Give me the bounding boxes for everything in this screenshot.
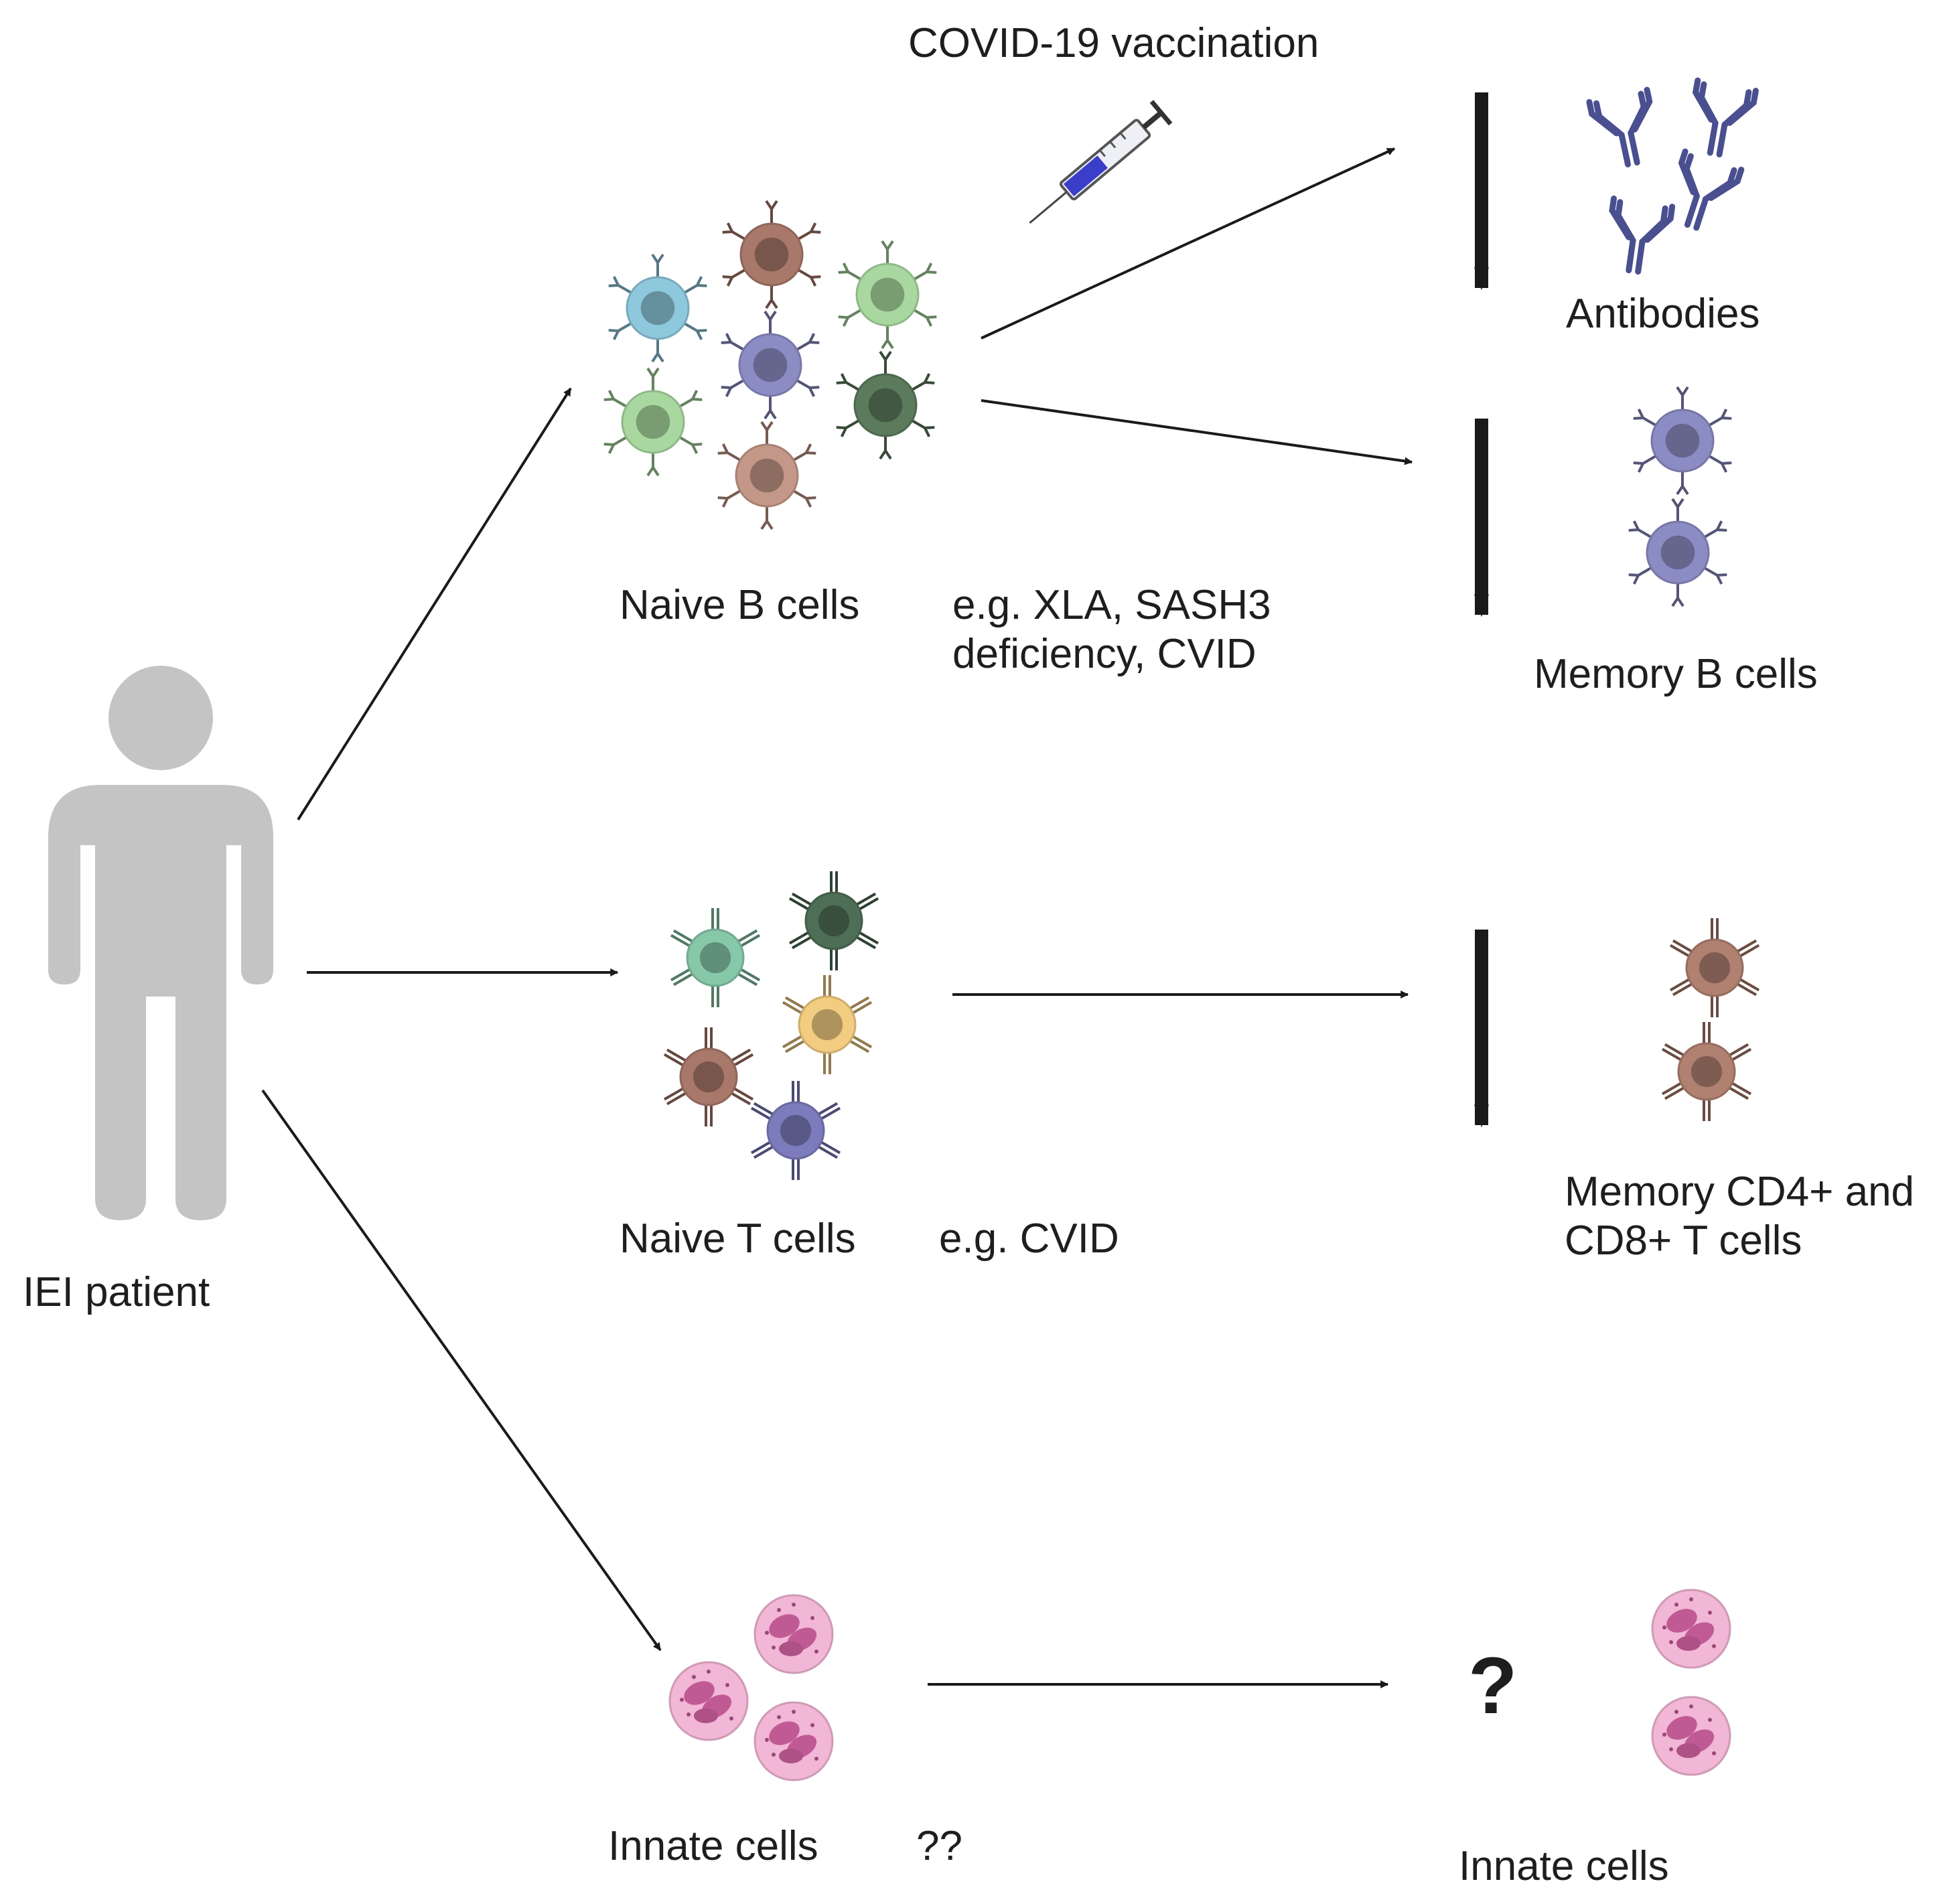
innate-unknown-label: ?? (916, 1823, 962, 1869)
t-cell-examples-label: e.g. CVID (939, 1216, 1119, 1262)
innate-cells-outcome-label: Innate cells (1459, 1843, 1669, 1889)
neutrophil-icon (753, 1594, 834, 1674)
arrow-naive-b-to-memory-b (981, 399, 1413, 465)
memory-t-cells-label-line-1: Memory CD4+ and (1565, 1169, 1915, 1215)
memory-b-cells-label: Memory B cells (1534, 651, 1818, 697)
naive-b-cell (721, 310, 820, 420)
naive-b-cell (836, 350, 935, 460)
antibody-icon (1609, 195, 1676, 275)
patient-label: IEI patient (23, 1269, 210, 1315)
naive-b-cell (608, 253, 707, 363)
b-cell-examples-line-2: deficiency, CVID (952, 631, 1256, 677)
naive-b-cell (838, 240, 937, 350)
naive-t-cell (750, 1081, 841, 1180)
naive-t-cell (782, 975, 873, 1074)
neutrophil-icon (1651, 1589, 1731, 1669)
antibody-icon (1678, 148, 1745, 231)
b-cell-examples-line-1: e.g. XLA, SASH3 (952, 582, 1271, 628)
vaccination-label: COVID-19 vaccination (908, 20, 1319, 66)
antibody-icon (1692, 77, 1759, 158)
naive-b-cell (717, 421, 816, 530)
memory-b-cell (1628, 498, 1727, 607)
naive-b-cell (603, 367, 703, 477)
person-icon (48, 666, 273, 1220)
neutrophil-icon (1651, 1696, 1731, 1776)
neutrophil-icon (753, 1701, 834, 1781)
antibodies-label: Antibodies (1566, 291, 1760, 337)
naive-t-cells-label: Naive T cells (620, 1216, 856, 1262)
naive-t-cell (788, 871, 879, 970)
innate-unknown-question-mark: ? (1468, 1641, 1518, 1731)
naive-t-cell (663, 1027, 754, 1126)
innate-cells-label: Innate cells (608, 1823, 818, 1869)
memory-t-cell (1669, 918, 1760, 1017)
naive-t-cell (670, 908, 761, 1007)
naive-b-cell (722, 200, 821, 309)
memory-b-cell (1633, 386, 1732, 496)
neutrophil-icon (668, 1661, 749, 1741)
naive-b-cells-label: Naive B cells (620, 582, 860, 628)
memory-t-cell (1661, 1022, 1752, 1121)
arrow-patient-to-naive-b (297, 387, 572, 821)
arrow-patient-to-innate (261, 1089, 662, 1652)
memory-t-cells-label-line-2: CD8+ T cells (1565, 1218, 1802, 1264)
syringe-icon (1029, 100, 1173, 224)
arrow-naive-b-to-antibodies (981, 147, 1396, 340)
antibody-icon (1586, 86, 1653, 167)
